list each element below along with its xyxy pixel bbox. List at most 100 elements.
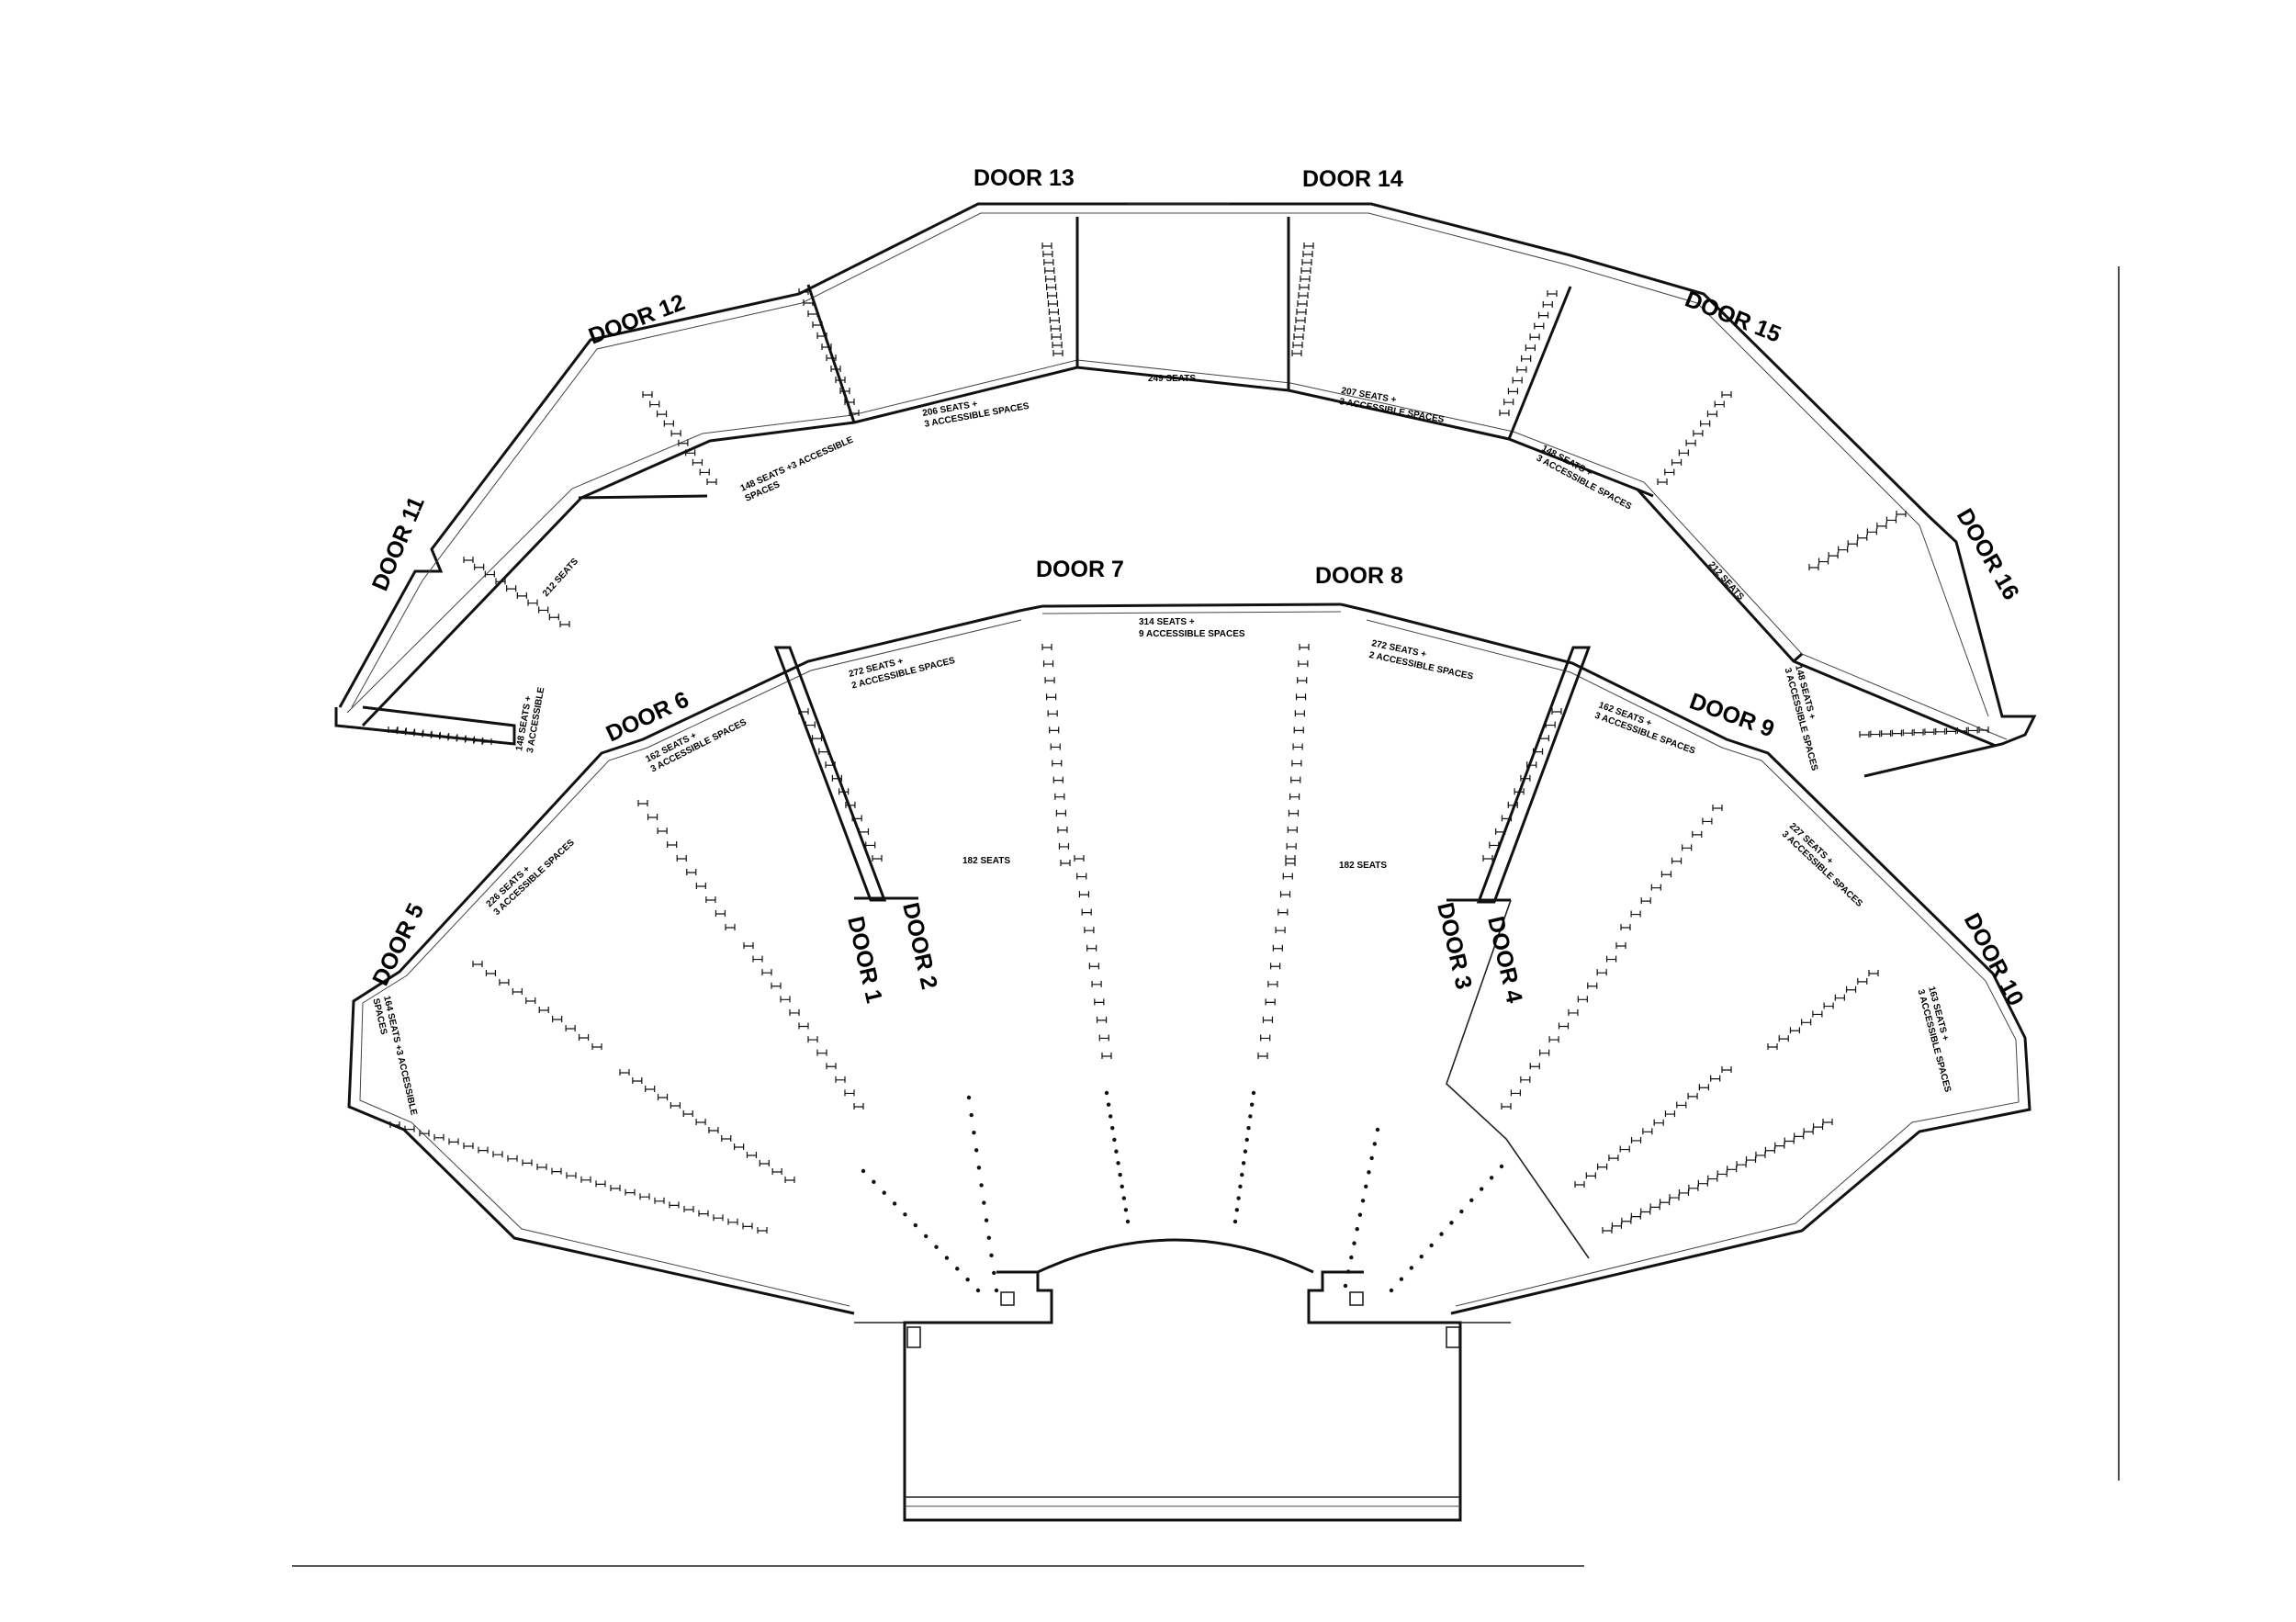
seat (1088, 963, 1099, 970)
seat-dot (982, 1200, 986, 1205)
seat-dot (1110, 1125, 1115, 1131)
svg-text:182 SEATS: 182 SEATS (1339, 861, 1387, 871)
seat (805, 721, 816, 728)
seat (1868, 970, 1879, 976)
seat (578, 1034, 590, 1041)
section-label: 148 SEATS + 3 ACCESSIBLE SPACES (1535, 444, 1634, 513)
seat (1808, 564, 1819, 570)
seat (1086, 944, 1097, 952)
seat (1060, 860, 1071, 866)
seat (1277, 908, 1289, 916)
seat (1507, 388, 1519, 395)
seat (1300, 267, 1311, 274)
seat-dot (1236, 1196, 1241, 1200)
seat (1297, 677, 1308, 684)
seat (639, 1193, 650, 1200)
seat (1945, 727, 1957, 735)
seat (1516, 366, 1527, 373)
door-label: DOOR 9 (1686, 688, 1778, 742)
seat (1288, 809, 1300, 817)
seat (413, 729, 424, 737)
seat (552, 1016, 563, 1022)
seat (715, 910, 726, 917)
seat (642, 391, 653, 398)
seat-dot (975, 1288, 981, 1293)
seat (699, 468, 710, 476)
seat-dot (1243, 1149, 1248, 1154)
seat (1482, 855, 1493, 862)
seat-dot (1469, 1198, 1474, 1203)
seat-dot (955, 1267, 960, 1271)
seat (1270, 963, 1281, 970)
seat (678, 439, 689, 446)
section-label: 148 SEATS + 3 ACCESSIBLE (514, 686, 546, 754)
seat (1721, 391, 1732, 398)
lower-bowl (347, 603, 2032, 1522)
seat-dot (892, 1201, 897, 1206)
seat-dot (1489, 1176, 1494, 1180)
seat (463, 557, 474, 563)
seat (1287, 826, 1298, 833)
seat (1293, 727, 1304, 734)
seat (1700, 420, 1711, 427)
seat-dot (1389, 1288, 1394, 1293)
seat (506, 585, 517, 592)
door-label: DOOR 11 (367, 493, 430, 595)
seat-dot (1419, 1254, 1424, 1259)
seat (695, 883, 706, 889)
lower-bowl-outer-wall-left (347, 604, 1043, 1315)
seat (1716, 1170, 1728, 1177)
seat (404, 1125, 415, 1132)
seat (1495, 828, 1506, 835)
seat-dot (1479, 1187, 1484, 1191)
seat-dot (1246, 1125, 1251, 1131)
seat (1828, 552, 1839, 559)
seat (844, 399, 855, 405)
seat-dot (1375, 1127, 1380, 1132)
seat-dot (1349, 1255, 1354, 1260)
seat (1052, 776, 1064, 783)
svg-text:164 SEATS +3 ACCESSIBLE: 164 SEATS +3 ACCESSIBLE (381, 995, 419, 1116)
seat (706, 479, 717, 485)
seat (807, 1036, 818, 1043)
seat-dot (1248, 1114, 1253, 1119)
seat (1045, 276, 1056, 282)
seat-dot (1112, 1137, 1117, 1143)
seat (1896, 511, 1907, 517)
seat (1823, 1002, 1834, 1009)
seat-dot (989, 1253, 994, 1258)
seat (845, 801, 856, 808)
seat (812, 321, 823, 328)
seat (1275, 927, 1286, 934)
seat (474, 563, 485, 570)
seat (1621, 1217, 1632, 1224)
seat (1098, 1034, 1109, 1042)
section-label: 249 SEATS (1148, 374, 1196, 384)
seat-dot (1499, 1164, 1504, 1169)
seat (1885, 516, 1897, 524)
seat (1857, 534, 1868, 541)
seat (1767, 1043, 1778, 1050)
seat (580, 1176, 591, 1183)
seat (1532, 748, 1544, 755)
seat (685, 449, 696, 456)
seat (1913, 728, 1924, 736)
seat (695, 1119, 706, 1125)
seat (1081, 908, 1092, 916)
seat-dot (1449, 1221, 1454, 1225)
section-label: 272 SEATS + 2 ACCESSIBLE SPACES (848, 656, 956, 692)
seat (1295, 317, 1306, 323)
seat (1859, 731, 1870, 738)
seat (1778, 1035, 1789, 1042)
seat (771, 1168, 782, 1175)
seat-dot (882, 1190, 886, 1195)
seat (1657, 479, 1668, 485)
seat (1285, 855, 1296, 862)
seat (1706, 411, 1718, 418)
section-label: 206 SEATS + 3 ACCESSIBLE SPACES (922, 400, 1030, 430)
seat (1676, 1101, 1687, 1109)
section-label: 272 SEATS + 2 ACCESSIBLE SPACES (1368, 638, 1475, 682)
seat (835, 1076, 846, 1083)
section-label: 163 SEATS + 3 ACCESSIBLE SPACES (1916, 986, 1953, 1094)
seat (649, 400, 660, 408)
